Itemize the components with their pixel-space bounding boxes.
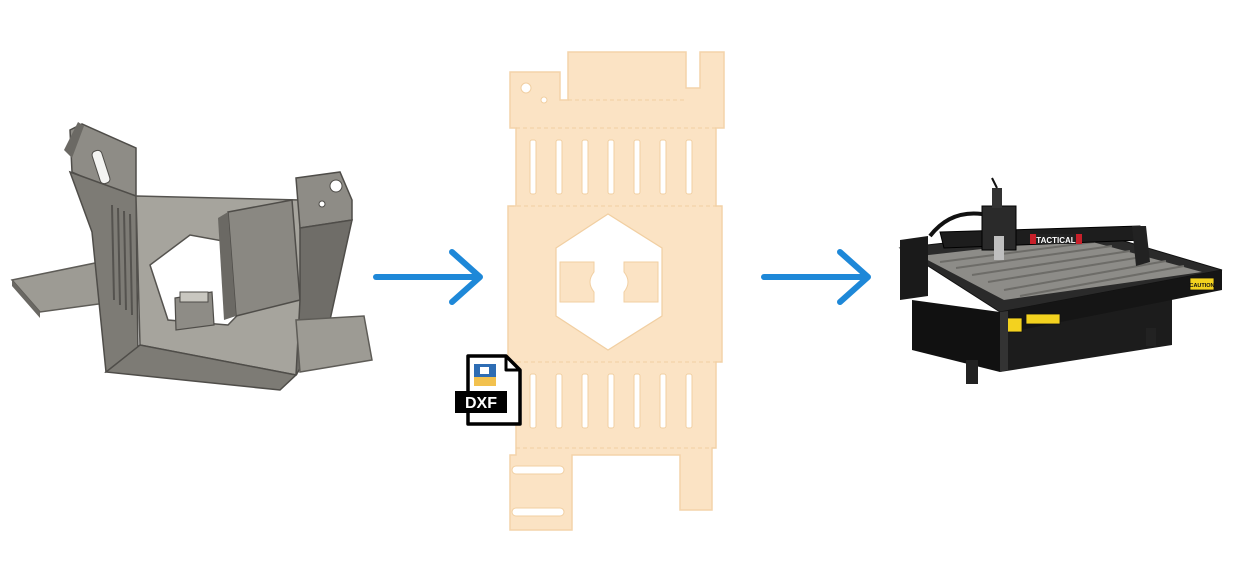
warning-label: CAUTION <box>1189 283 1214 289</box>
brand-label: TACTICAL <box>1036 236 1076 245</box>
sheet-metal-3d-part <box>10 122 373 391</box>
arrow-1-right <box>373 249 483 305</box>
dxf-file-icon: DXF <box>455 354 522 426</box>
arrow-2-right <box>761 249 871 305</box>
flat-pattern-layout <box>507 51 725 531</box>
dxf-label: DXF <box>465 395 497 412</box>
cnc-plasma-table: TACTICAL CAUTION <box>898 177 1223 384</box>
